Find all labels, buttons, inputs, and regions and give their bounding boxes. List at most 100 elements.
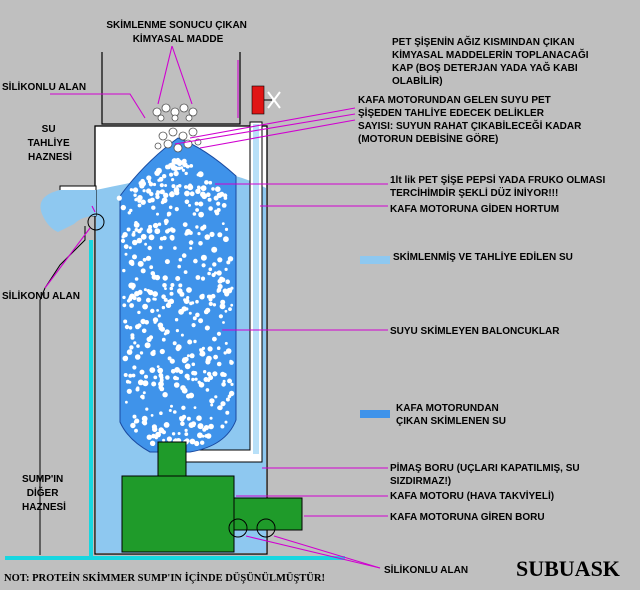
bubble bbox=[144, 374, 148, 379]
bubble bbox=[186, 354, 190, 358]
bubble bbox=[200, 254, 207, 261]
bubble bbox=[205, 388, 210, 392]
bubble bbox=[188, 392, 195, 399]
bubble bbox=[130, 261, 135, 266]
bubble bbox=[184, 190, 190, 197]
bubble bbox=[194, 201, 199, 206]
bubble bbox=[132, 365, 137, 370]
bubble bbox=[142, 189, 146, 193]
bubble bbox=[200, 185, 207, 192]
bubble bbox=[150, 350, 156, 357]
bubble bbox=[158, 373, 164, 378]
bubble bbox=[221, 203, 227, 208]
bubble bbox=[191, 377, 195, 382]
label-top-chemical: SKİMLENME SONUCU ÇIKAN KİMYASAL MADDE bbox=[106, 18, 249, 45]
bubble bbox=[208, 267, 213, 272]
bubble bbox=[230, 303, 234, 307]
bubble bbox=[195, 208, 200, 212]
bubble bbox=[164, 287, 167, 290]
bubble bbox=[185, 164, 190, 169]
bubble bbox=[214, 211, 220, 216]
bubble bbox=[224, 267, 228, 271]
bubble bbox=[212, 371, 218, 377]
bubble bbox=[150, 271, 156, 276]
bubble bbox=[220, 401, 226, 407]
bubble bbox=[208, 206, 213, 211]
bubble bbox=[141, 328, 147, 334]
bubble bbox=[139, 369, 145, 375]
bubble bbox=[146, 188, 152, 194]
bubble bbox=[133, 341, 137, 345]
bubble bbox=[225, 397, 230, 402]
bubble bbox=[146, 336, 152, 342]
bubble bbox=[230, 286, 234, 290]
bubble bbox=[144, 242, 148, 246]
bubble bbox=[134, 354, 141, 360]
bubble bbox=[206, 325, 210, 330]
bubble bbox=[126, 388, 132, 394]
bubble bbox=[170, 228, 176, 233]
bubble bbox=[163, 192, 169, 198]
bubble bbox=[150, 308, 155, 314]
bubble bbox=[150, 414, 154, 417]
label-hose: KAFA MOTORUNA GİDEN HORTUM bbox=[390, 202, 559, 215]
bubble bbox=[159, 326, 165, 332]
bubble bbox=[137, 229, 142, 234]
bubble bbox=[184, 171, 188, 176]
bubble bbox=[197, 432, 203, 439]
bubble bbox=[155, 431, 162, 438]
bubble bbox=[230, 382, 234, 386]
bubble bbox=[171, 178, 175, 182]
bubble bbox=[151, 433, 156, 439]
bubble bbox=[176, 185, 179, 188]
head-motor bbox=[121, 475, 235, 553]
bubble bbox=[131, 232, 136, 237]
bubble bbox=[125, 379, 130, 384]
bubble bbox=[206, 371, 212, 377]
bubble bbox=[177, 432, 181, 435]
label-pimas-pipe: PİMAŞ BORU (UÇLARI KAPATILMIŞ, SU SIZDIR… bbox=[390, 461, 582, 487]
bubble bbox=[209, 398, 215, 404]
bubble bbox=[173, 246, 177, 250]
bubble bbox=[192, 316, 197, 321]
bubble bbox=[208, 301, 213, 306]
bubble bbox=[120, 204, 127, 211]
bubble bbox=[127, 211, 131, 215]
bubble bbox=[204, 434, 208, 438]
bubble bbox=[189, 301, 193, 306]
bubble bbox=[137, 195, 143, 201]
bubble bbox=[203, 425, 209, 431]
bubble bbox=[201, 434, 205, 438]
bubble bbox=[189, 164, 194, 168]
bubble bbox=[123, 319, 128, 324]
bubble bbox=[183, 270, 188, 274]
bubble bbox=[198, 201, 204, 207]
bubble bbox=[175, 329, 179, 333]
bubble bbox=[214, 395, 218, 399]
bubble bbox=[145, 297, 151, 303]
bubble bbox=[151, 381, 157, 387]
bubble bbox=[131, 373, 136, 378]
bubble bbox=[136, 297, 142, 302]
bubble bbox=[217, 405, 223, 411]
bubble bbox=[166, 213, 170, 217]
bubble bbox=[137, 290, 143, 295]
bubble bbox=[199, 294, 205, 300]
bubble bbox=[123, 244, 129, 250]
bubble bbox=[139, 351, 144, 355]
bubble bbox=[123, 355, 129, 361]
bubble bbox=[190, 421, 197, 427]
bubble bbox=[224, 309, 228, 313]
pimas-pipe-water bbox=[253, 124, 259, 454]
bubble bbox=[170, 404, 173, 408]
bubble bbox=[132, 414, 137, 419]
bubble bbox=[134, 198, 138, 202]
bubble bbox=[217, 232, 223, 238]
bubble bbox=[209, 416, 213, 420]
bubble bbox=[174, 318, 179, 322]
bubble bbox=[189, 191, 195, 197]
bubble bbox=[172, 341, 177, 346]
bubble bbox=[133, 222, 140, 228]
bubble bbox=[186, 287, 192, 293]
label-drain-reservoir: SU TAHLİYE HAZNESİ bbox=[28, 124, 73, 163]
